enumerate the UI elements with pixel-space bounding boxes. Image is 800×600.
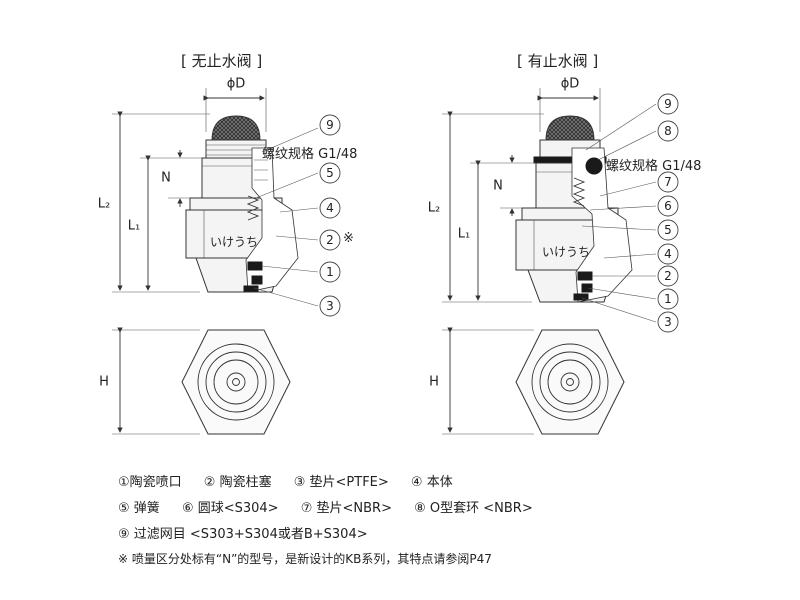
left-callout-1: 1 [319, 261, 341, 283]
left-callout-2: 2 [319, 229, 341, 251]
legend-item-5: ⑤ 弹簧 [118, 501, 160, 516]
legend-item-7: ⑦ 垫片<NBR> [300, 501, 392, 516]
parts-legend: ①陶瓷喷口 ② 陶瓷柱塞 ③ 垫片<PTFE> ④ 本体 ⑤ 弹簧 ⑥ 圆球<S… [118, 470, 718, 570]
right-callout-2: 2 [657, 265, 679, 287]
right-filter-mesh [545, 115, 595, 141]
right-l1-label: L₁ [458, 227, 470, 242]
right-callout-9: 9 [657, 93, 679, 115]
left-nozzle-bottom-view: H [99, 327, 291, 435]
svg-text:5: 5 [664, 223, 672, 237]
svg-text:2: 2 [664, 269, 672, 283]
legend-item-9: ⑨ 过滤网目 <S303+S304或者B+S304> [118, 527, 368, 542]
right-l2-label: L₂ [428, 201, 440, 216]
right-callout-4: 4 [657, 243, 679, 265]
svg-text:3: 3 [326, 299, 334, 313]
left-brand-mark: いけうち [210, 235, 258, 249]
right-callout-7: 7 [657, 171, 679, 193]
right-thread-label: 螺纹规格 G1/48 [606, 158, 701, 174]
right-callout-5: 5 [657, 219, 679, 241]
svg-text:8: 8 [664, 124, 672, 138]
svg-text:6: 6 [664, 199, 672, 213]
left-thread-label: 螺纹规格 G1/48 [262, 146, 357, 162]
left-nozzle-side-view: ϕD いけうち [98, 77, 319, 307]
legend-item-8: ⑧ O型套环 <NBR> [414, 501, 533, 516]
left-callout-3: 3 [319, 295, 341, 317]
legend-row-1: ①陶瓷喷口 ② 陶瓷柱塞 ③ 垫片<PTFE> ④ 本体 [118, 470, 718, 496]
left-callout-4: 4 [319, 197, 341, 219]
left-l1-label: L₁ [128, 219, 140, 234]
legend-row-2: ⑤ 弹簧 ⑥ 圆球<S304> ⑦ 垫片<NBR> ⑧ O型套环 <NBR> [118, 496, 718, 522]
legend-note: ※ 喷量区分处标有“N”的型号，是新设计的KB系列，其特点请参阅P47 [118, 552, 492, 566]
right-check-ball [585, 157, 603, 175]
left-new-model-mark: ※ [343, 231, 354, 246]
left-h-label: H [99, 375, 109, 390]
left-callout-5: 5 [319, 162, 341, 184]
legend-item-6: ⑥ 圆球<S304> [181, 501, 279, 516]
svg-text:9: 9 [664, 97, 672, 111]
svg-text:9: 9 [326, 118, 334, 132]
svg-text:2: 2 [326, 233, 334, 247]
right-n-label: N [493, 179, 503, 194]
right-brand-mark: いけうち [542, 245, 590, 259]
svg-text:3: 3 [664, 315, 672, 329]
svg-text:1: 1 [664, 292, 672, 306]
right-phi-d-label: ϕD [561, 77, 580, 92]
right-nozzle-bottom-view: H [429, 327, 625, 435]
left-n-label: N [161, 171, 171, 186]
right-h-label: H [429, 375, 439, 390]
left-title: [ 无止水阀 ] [181, 52, 262, 70]
legend-item-3: ③ 垫片<PTFE> [293, 475, 389, 490]
svg-text:1: 1 [326, 265, 334, 279]
left-filter-mesh [211, 115, 261, 141]
legend-row-3: ⑨ 过滤网目 <S303+S304或者B+S304> [118, 522, 718, 548]
left-callout-9: 9 [319, 114, 341, 136]
legend-item-4: ④ 本体 [410, 475, 453, 490]
left-phi-d-label: ϕD [227, 77, 246, 92]
right-callout-3: 3 [657, 311, 679, 333]
right-callout-8: 8 [657, 120, 679, 142]
right-callout-6: 6 [657, 195, 679, 217]
left-l2-label: L₂ [98, 197, 110, 212]
right-nozzle-side-view: ϕD いけうち L₂ L₁ [428, 77, 657, 323]
svg-text:4: 4 [326, 201, 334, 215]
svg-text:5: 5 [326, 166, 334, 180]
legend-item-1: ①陶瓷喷口 [118, 475, 182, 490]
right-callout-1: 1 [657, 288, 679, 310]
legend-item-2: ② 陶瓷柱塞 [203, 475, 272, 490]
right-title: [ 有止水阀 ] [517, 52, 598, 70]
svg-text:4: 4 [664, 247, 672, 261]
svg-text:7: 7 [664, 175, 672, 189]
